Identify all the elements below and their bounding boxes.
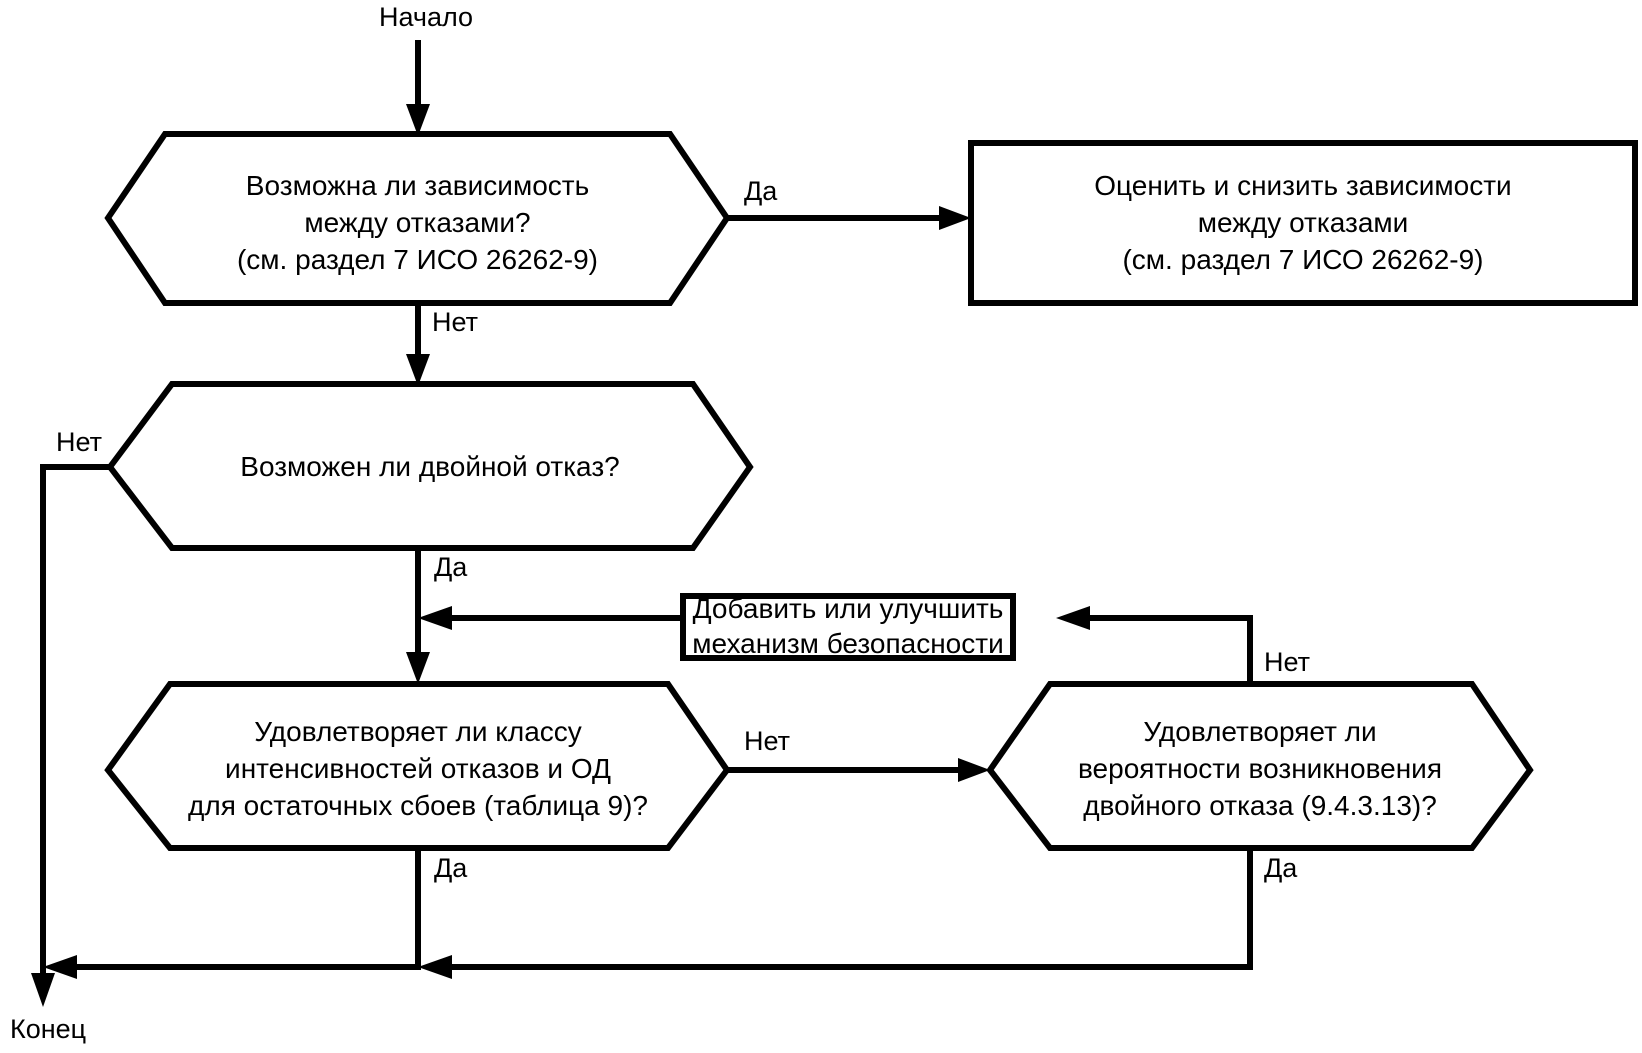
end-label: Конец: [10, 1014, 87, 1044]
node-decision-dependency-shape: [104, 131, 731, 306]
node-action-add-mechanism-text: Добавить или улучшить механизм безопасно…: [692, 593, 1004, 659]
node-decision-probability-text: Удовлетворяет ли вероятности возникновен…: [1078, 716, 1442, 821]
edge-probability-no: [1056, 606, 1253, 684]
edge-label-dependency-yes: Да: [744, 176, 778, 206]
edge-label-dependency-no: Нет: [432, 307, 478, 337]
edge-label-probability-no: Нет: [1264, 647, 1310, 677]
node-decision-failure-rate-shape: [104, 681, 731, 851]
edge-label-dual-failure-no: Нет: [56, 427, 102, 457]
edge-dual-failure-yes: [406, 548, 430, 684]
node-action-reduce-dependency-shape: [968, 140, 1638, 306]
edge-failure-rate-no: [727, 758, 990, 782]
edge-dependency-no: [406, 303, 430, 386]
node-decision-dual-failure-shape: [106, 381, 754, 551]
node-action-add-mechanism-shape: [680, 593, 1016, 661]
start-label: Начало: [378, 2, 474, 32]
edge-start-to-dependency: [406, 40, 430, 136]
edge-dual-failure-no: [31, 464, 110, 1007]
node-decision-dependency-text: Возможна ли зависимость между отказами? …: [236, 170, 598, 275]
edge-dependency-yes: [727, 206, 971, 230]
edge-label-failure-rate-yes: Да: [434, 853, 468, 883]
edge-mechanism-to-main: [418, 606, 683, 630]
edge-failure-rate-yes: [43, 848, 421, 979]
node-action-reduce-dependency-text: Оценить и снизить зависимости между отка…: [1094, 170, 1512, 275]
node-decision-failure-rate-text: Удовлетворяет ли классу интенсивностей о…: [188, 716, 648, 821]
node-decision-dual-failure-text: Возможен ли двойной отказ?: [240, 451, 620, 482]
edge-probability-yes: [418, 848, 1253, 979]
node-decision-probability-shape: [986, 681, 1534, 851]
edge-label-probability-yes: Да: [1264, 853, 1298, 883]
edge-label-failure-rate-no: Нет: [744, 726, 790, 756]
edge-label-dual-failure-yes: Да: [434, 552, 468, 582]
